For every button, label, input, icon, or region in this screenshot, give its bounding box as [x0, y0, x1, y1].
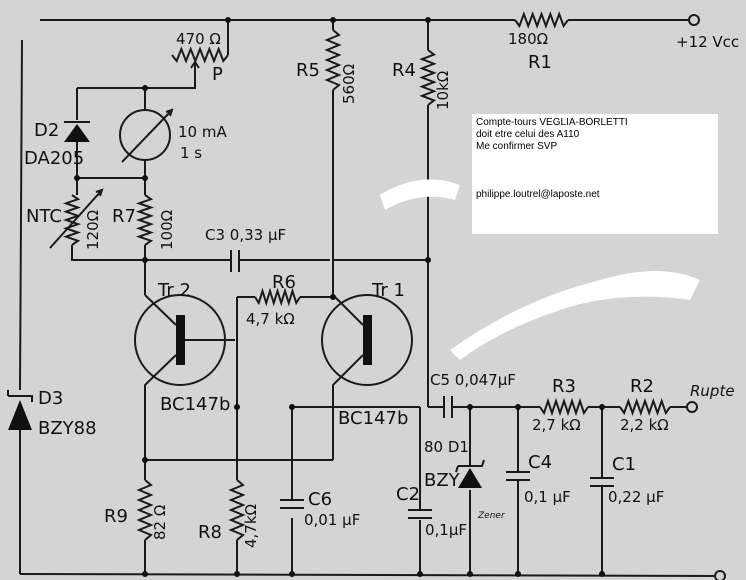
zener-handwritten-note: Zener: [477, 511, 506, 521]
vcc-label: +12 Vcc: [676, 33, 739, 51]
c1-label: C1: [612, 454, 636, 475]
resistor-r8: [228, 479, 246, 541]
ground-rail: [19, 573, 715, 577]
c6-value: 0,01 µF: [304, 511, 360, 529]
junction-dots: [74, 17, 605, 577]
r8-label: R8: [198, 522, 222, 543]
resistor-r3: [539, 397, 589, 417]
potentiometer-p: [171, 46, 229, 64]
c1-value: 0,22 µF: [608, 488, 664, 506]
p-value: 470 Ω: [176, 30, 221, 48]
d2-label: D2: [34, 120, 59, 141]
left-wire: [19, 39, 23, 574]
diode-d2: [64, 124, 90, 142]
r5-label: R5: [296, 60, 320, 81]
r6-wiring: [236, 296, 333, 480]
p-label: P: [212, 64, 223, 85]
r6-value: 4,7 kΩ: [246, 310, 295, 328]
capacitor-c6: [280, 499, 304, 509]
r9-value: 82 Ω: [151, 505, 169, 540]
ntc-arrow: [49, 188, 104, 249]
meter-range: 10 mA: [178, 123, 227, 141]
tr2-label: Tr 2: [157, 280, 191, 301]
r4-wiring: [333, 20, 429, 407]
ground-terminal: [714, 570, 726, 580]
tr2-type: BC147b: [160, 394, 230, 415]
capacitor-c2: [408, 407, 432, 574]
tr1-type: BC147b: [338, 408, 408, 429]
pot-wiring: [77, 20, 229, 110]
r2-value: 2,2 kΩ: [620, 416, 669, 434]
c4-label: C4: [528, 452, 552, 473]
meter-wiring: [77, 160, 146, 195]
r8-value: 4,7kΩ: [242, 504, 260, 548]
r7-label: R7: [112, 206, 136, 227]
annotation-note: Compte-tours VEGLIA-BORLETTI doit etre c…: [472, 114, 718, 234]
ntc-label: NTC: [26, 206, 62, 227]
c5-label: C5 0,047µF: [430, 371, 516, 389]
c4-value: 0,1 µF: [524, 488, 571, 506]
r7-value: 100Ω: [158, 210, 176, 250]
r9-r8-wiring: [144, 460, 238, 574]
tr1-base: [363, 315, 372, 365]
c2-label: C2: [396, 484, 420, 505]
emitter-wiring: [145, 407, 333, 574]
meter-symbol: [119, 109, 171, 161]
r3-value: 2,7 kΩ: [532, 416, 581, 434]
d3-label: D3: [38, 388, 63, 409]
r5-value: 560Ω: [340, 64, 358, 104]
d1-type: BZY: [424, 470, 461, 491]
resistor-r7: [135, 194, 155, 246]
c6-label: C6: [308, 489, 332, 510]
tr1-leads: [292, 294, 420, 460]
resistor-r6: [254, 287, 301, 307]
r4-value: 10kΩ: [434, 71, 452, 110]
resistor-ntc: [62, 194, 82, 246]
d3-type: BZY88: [38, 418, 97, 439]
d2-type: DA205: [24, 148, 84, 169]
tr2-leads: [144, 294, 235, 460]
resistor-r1: [514, 11, 569, 29]
transistor-tr1: [321, 294, 413, 386]
meter-needle: [121, 108, 174, 163]
r9-label: R9: [104, 506, 128, 527]
white-mark: [380, 179, 460, 210]
c2-value: 0,1µF: [425, 521, 467, 539]
d1-wiring: [455, 407, 485, 574]
r1-value: 180Ω: [508, 30, 548, 48]
r4-label: R4: [392, 60, 416, 81]
white-mark: [450, 271, 700, 360]
r3-label: R3: [552, 376, 576, 397]
r6-label: R6: [272, 272, 296, 293]
tr2-collector-wiring: [71, 245, 330, 295]
capacitor-c5: [428, 396, 540, 418]
tr1-label: Tr 1: [371, 280, 405, 301]
resistor-r9: [136, 479, 154, 541]
note-line: doit etre celui des A110: [476, 129, 580, 140]
r1-label: R1: [528, 52, 552, 73]
resistor-r4: [419, 49, 437, 106]
zener-d3-bar: [7, 390, 33, 402]
pot-wiper-arrow: [190, 60, 200, 80]
resistor-r5: [324, 29, 342, 91]
ntc-value: 120Ω: [84, 210, 102, 250]
rupte-terminal: [686, 401, 698, 413]
tr2-base: [176, 315, 185, 365]
resistor-r2: [619, 397, 671, 417]
note-email: philippe.loutrel@laposte.net: [476, 189, 600, 200]
d1-label: 80 D1: [424, 438, 469, 456]
rupte-label: Rupte: [690, 382, 735, 400]
c3-label: C3 0,33 µF: [205, 226, 286, 244]
meter-time: 1 s: [180, 144, 202, 162]
zener-d1: [458, 468, 482, 488]
zener-d3: [8, 400, 32, 430]
note-line: Compte-tours VEGLIA-BORLETTI: [476, 117, 628, 128]
note-line: Me confirmer SVP: [476, 141, 558, 152]
r2-label: R2: [630, 376, 654, 397]
capacitor-c3: [230, 250, 240, 272]
capacitor-c4: [506, 407, 530, 574]
vcc-terminal: [688, 14, 700, 26]
